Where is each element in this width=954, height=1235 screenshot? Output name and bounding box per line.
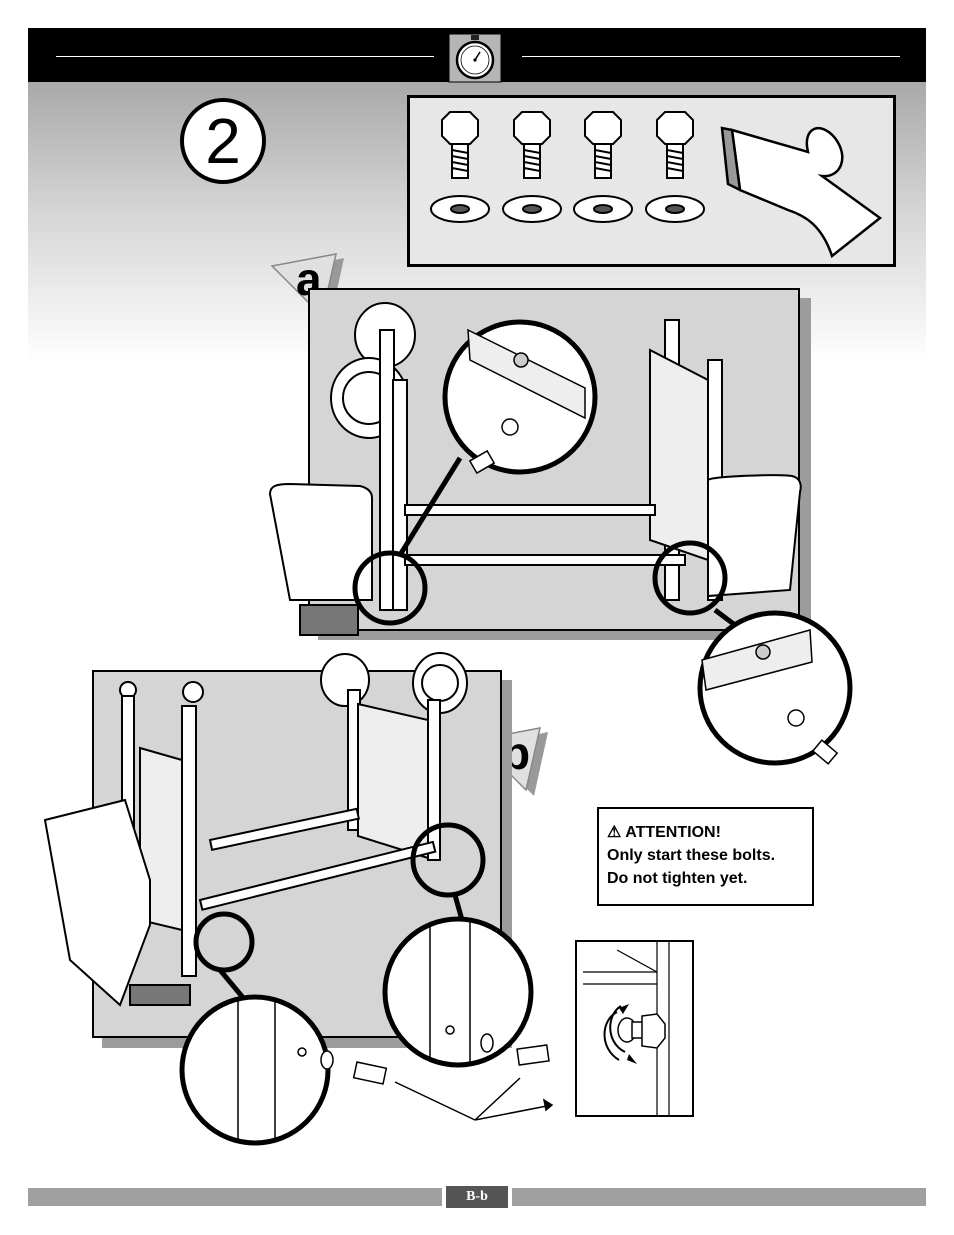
step-number: 2 xyxy=(180,98,266,184)
warning-line-1: Only start these bolts. xyxy=(607,847,776,864)
rotate-arrow-icon xyxy=(603,1005,626,1061)
warning-title-line: ⚠ ATTENTION! xyxy=(607,821,812,844)
tighten-detail-box xyxy=(575,940,694,1117)
bolt-icon xyxy=(502,111,562,223)
detail-circle xyxy=(352,550,428,626)
detail-circle xyxy=(652,540,728,616)
warning-icon: ⚠ xyxy=(607,824,622,841)
page-label: B-b xyxy=(446,1186,508,1208)
wheel-icon xyxy=(320,653,370,707)
warning-box: ⚠ ATTENTION! Only start these bolts. Do … xyxy=(597,807,814,906)
bolt-icon xyxy=(430,111,490,223)
zoom-circle xyxy=(382,916,534,1068)
tighten-detail-illustration xyxy=(583,942,670,1115)
wrench-icon xyxy=(720,126,883,259)
footer-gap xyxy=(442,1186,446,1208)
footer-gap xyxy=(508,1186,512,1208)
warning-line-2: Do not tighten yet. xyxy=(607,870,748,887)
warning-title: ATTENTION! xyxy=(625,824,721,841)
leader-lines xyxy=(394,1077,554,1121)
detail-circle xyxy=(193,911,255,973)
header-rule-left xyxy=(56,56,434,57)
header-rule-right xyxy=(522,56,900,57)
bolt-icon xyxy=(573,111,633,223)
parts-illustration xyxy=(430,111,883,259)
zoom-circle xyxy=(179,994,331,1146)
stopwatch-icon xyxy=(447,32,503,84)
bolt-icons xyxy=(430,111,705,223)
bolt-icon xyxy=(645,111,705,223)
detail-circle xyxy=(410,822,486,898)
parts-box xyxy=(407,95,896,267)
